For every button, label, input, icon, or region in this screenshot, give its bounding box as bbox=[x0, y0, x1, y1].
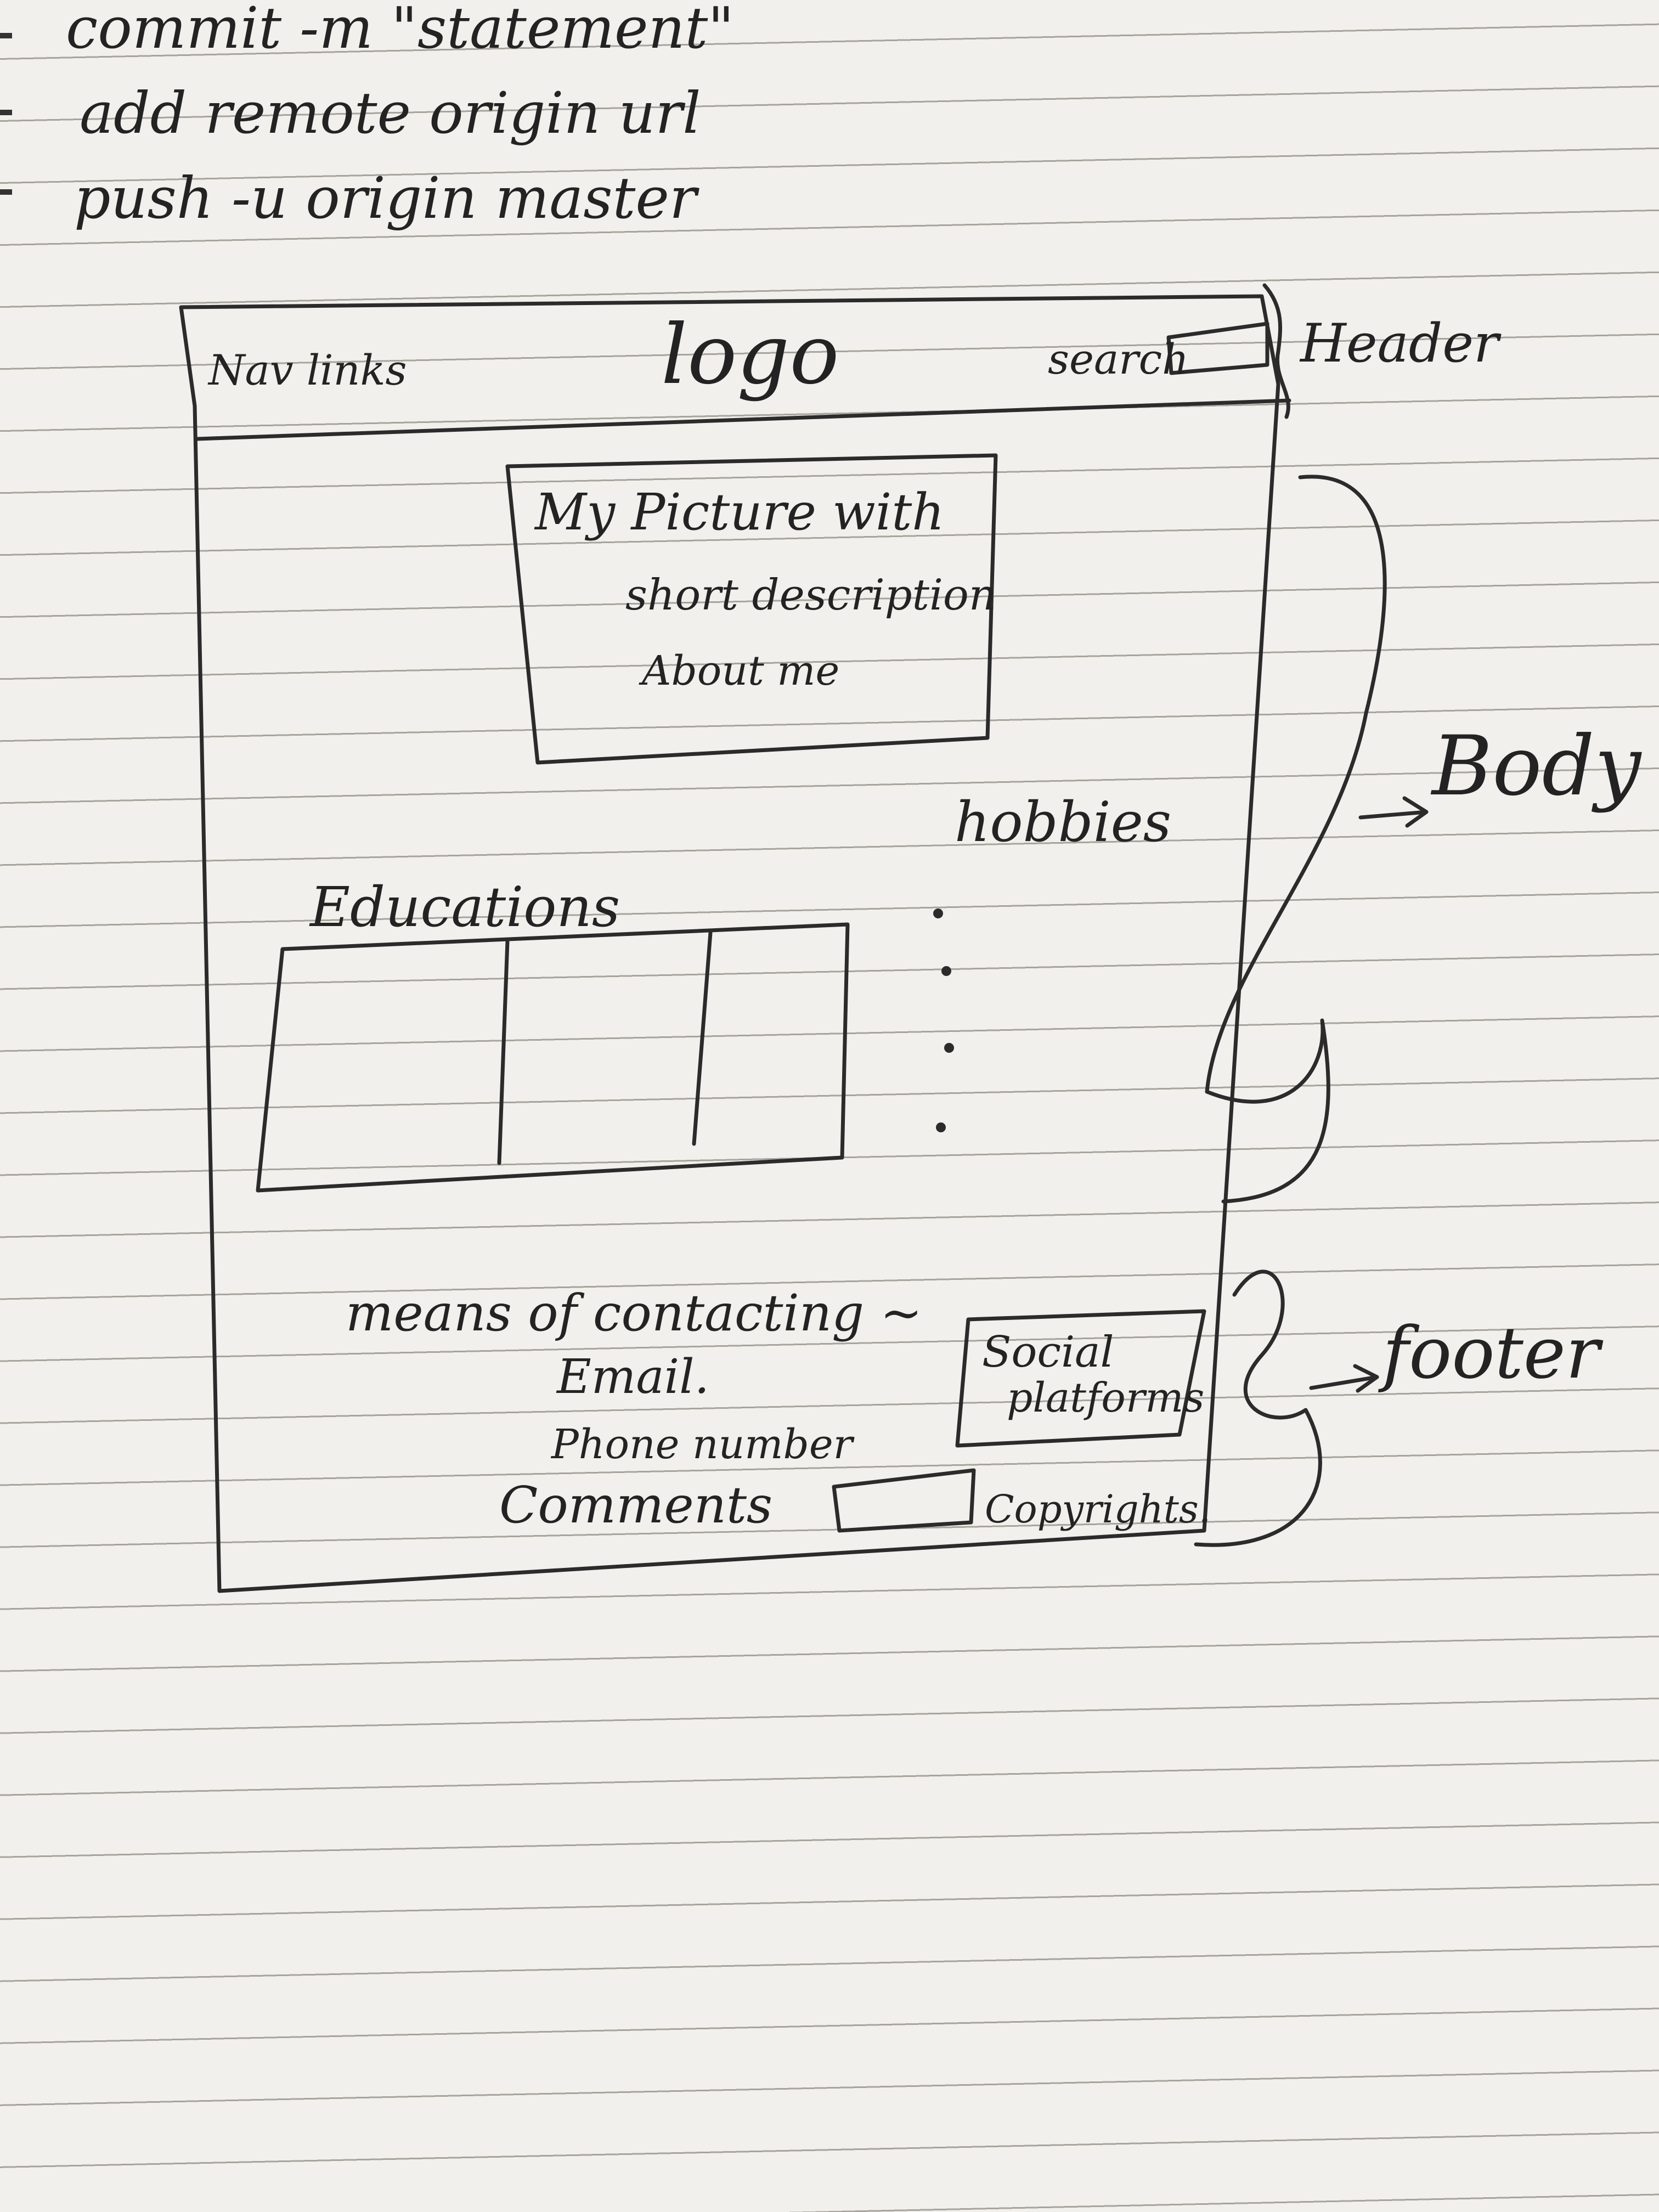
note-line: push -u origin master bbox=[74, 165, 697, 232]
copyright-label: Copyrights. bbox=[985, 1487, 1211, 1532]
body-brace bbox=[1205, 475, 1387, 1204]
hobby-bullet bbox=[941, 966, 951, 976]
education-grid-col bbox=[692, 930, 713, 1146]
note-bullet bbox=[0, 110, 12, 115]
search-label: search bbox=[1048, 335, 1189, 383]
contact-comments: Comments bbox=[499, 1476, 773, 1534]
picture-box-line: short description bbox=[625, 571, 997, 620]
social-platforms-line: platforms bbox=[1007, 1374, 1205, 1421]
hobby-bullet bbox=[933, 909, 943, 918]
contact-heading: means of contacting ~ bbox=[346, 1284, 923, 1342]
education-grid-col bbox=[497, 939, 510, 1165]
section-label-header: Header bbox=[1300, 313, 1499, 374]
hobbies-label: hobbies bbox=[955, 790, 1172, 854]
picture-box-line: About me bbox=[642, 647, 840, 695]
note-line: commit -m "statement" bbox=[66, 0, 735, 61]
education-grid bbox=[256, 922, 850, 1193]
nav-links-label: Nav links bbox=[208, 346, 407, 394]
contact-email: Email. bbox=[557, 1350, 709, 1404]
education-label: Educations bbox=[310, 875, 620, 939]
contact-phone: Phone number bbox=[551, 1421, 853, 1468]
header-divider bbox=[195, 398, 1291, 441]
social-platforms-line: Social bbox=[982, 1328, 1114, 1377]
body-arrow bbox=[1358, 796, 1429, 828]
section-label-body: Body bbox=[1432, 719, 1641, 814]
footer-brace bbox=[1194, 1269, 1322, 1547]
hobby-bullet bbox=[936, 1122, 946, 1132]
section-label-footer: footer bbox=[1383, 1311, 1600, 1395]
note-bullet bbox=[0, 189, 12, 195]
comments-box bbox=[832, 1468, 976, 1533]
header-brace bbox=[1262, 283, 1290, 419]
hobby-bullet bbox=[944, 1043, 954, 1053]
picture-box-line: My Picture with bbox=[535, 483, 945, 541]
note-bullet bbox=[0, 33, 12, 38]
note-line: add remote origin url bbox=[80, 80, 701, 146]
logo-label: logo bbox=[661, 307, 839, 403]
footer-arrow bbox=[1309, 1364, 1379, 1393]
